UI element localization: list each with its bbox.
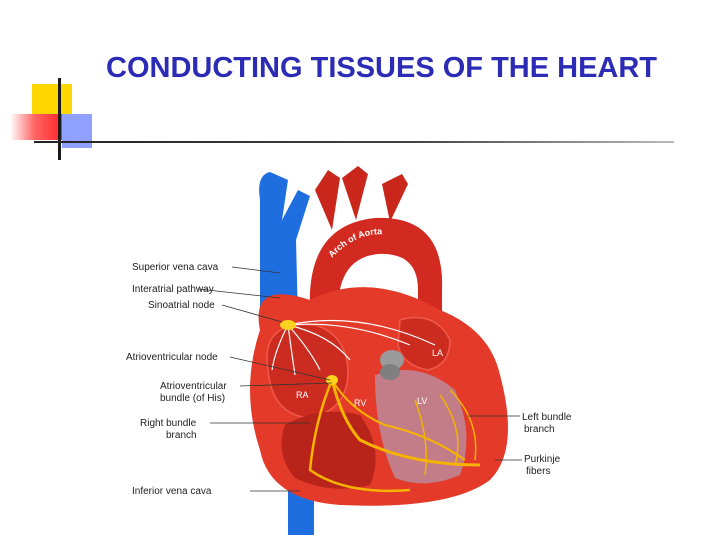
aorta-branch: [382, 174, 408, 222]
decor-vertical-line: [58, 78, 61, 160]
bundle-branch: [330, 379, 481, 467]
conduction-pathway: [287, 324, 351, 361]
purkinje-fibers: [449, 389, 477, 461]
label-right-bundle-line2: branch: [166, 430, 197, 441]
chamber-label-la: LA: [432, 348, 443, 358]
bundle-branch: [331, 379, 466, 461]
purkinje-fibers: [439, 394, 459, 466]
label-right-bundle-line1: Right bundle: [140, 418, 197, 429]
leader-line: [229, 356, 331, 381]
aorta-branch: [315, 170, 340, 230]
heart-conduction-diagram: Arch of Aorta LA RA RV LV Superior vena …: [126, 166, 572, 535]
right-atrium: [266, 323, 349, 419]
purkinje-fibers: [414, 399, 427, 476]
aortic-arch: [309, 217, 443, 335]
conduction-pathway: [287, 323, 411, 346]
label-av-bundle-line2: bundle (of His): [160, 393, 225, 404]
aorta-branch: [342, 166, 368, 220]
decor-red-bar: [10, 114, 64, 140]
conduction-pathway: [287, 319, 436, 346]
label-left-bundle-line2: branch: [524, 424, 555, 435]
chamber-label-ra: RA: [296, 390, 309, 400]
chamber-label-lv: LV: [417, 396, 427, 406]
leader-line: [221, 304, 283, 323]
slide-title: CONDUCTING TISSUES OF THE HEART: [106, 52, 658, 84]
label-sinoatrial-node: Sinoatrial node: [148, 300, 215, 311]
label-atrioventricular-node: Atrioventricular node: [126, 352, 218, 363]
leader-line: [197, 288, 281, 299]
leader-line: [231, 266, 281, 274]
sinoatrial-node: [280, 320, 296, 330]
label-av-bundle-line1: Atrioventricular: [160, 381, 227, 392]
left-atrium: [397, 316, 451, 371]
bundle-branch: [308, 379, 411, 493]
leader-line: [239, 382, 333, 387]
chamber-label-rv: RV: [354, 398, 366, 408]
valve: [380, 364, 400, 380]
label-inferior-vena-cava: Inferior vena cava: [132, 486, 212, 497]
label-purkinje-line2: fibers: [526, 466, 550, 477]
atrioventricular-node: [326, 375, 338, 385]
superior-vena-cava: [259, 172, 310, 320]
label-purkinje-line1: Purkinje: [524, 454, 561, 465]
label-superior-vena-cava: Superior vena cava: [132, 262, 219, 273]
title-underline: [34, 141, 674, 143]
label-left-bundle-line1: Left bundle: [522, 412, 572, 423]
label-interatrial-pathway: Interatrial pathway: [132, 284, 214, 295]
